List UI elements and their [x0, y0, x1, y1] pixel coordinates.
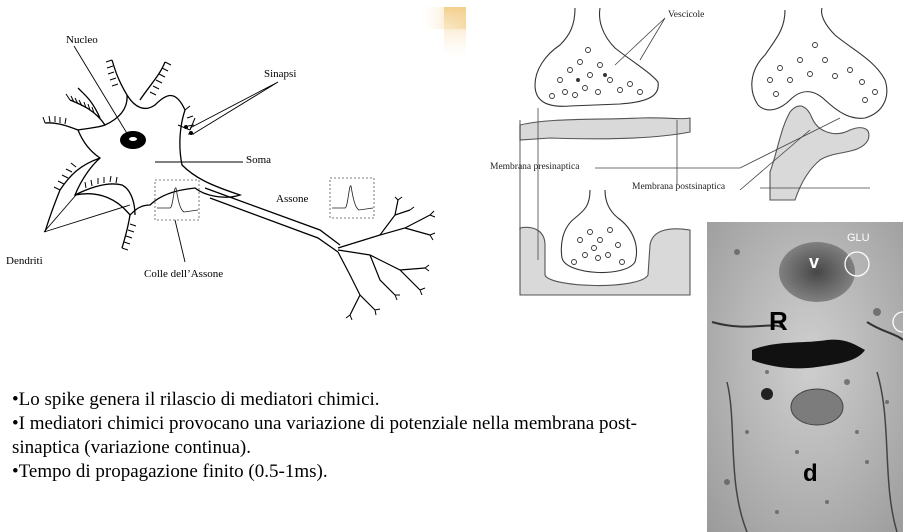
dendrite-spines — [43, 60, 194, 250]
vescicole-leader — [615, 18, 665, 65]
label-colle-assone: Colle dell’Assone — [144, 268, 223, 280]
bullet-text: •Lo spike genera il rilascio di mediator… — [12, 388, 692, 484]
postsynaptic-spine — [770, 106, 869, 200]
bullet-3: •Tempo di propagazione finito (0.5-1ms). — [12, 460, 692, 484]
vesicles-top — [550, 48, 643, 99]
label-dendriti: Dendriti — [6, 255, 43, 267]
bullet-2: •I mediatori chimici provocano una varia… — [12, 412, 692, 460]
label-sinapsi: Sinapsi — [264, 68, 296, 80]
vesicles-right — [768, 43, 878, 103]
sinapsi-leader — [190, 82, 278, 134]
soma-outline — [75, 95, 240, 215]
postsynaptic-band-top — [520, 118, 690, 140]
axon-terminals — [338, 200, 430, 315]
electron-micrograph: R d v GLU — [707, 222, 903, 532]
vesicles-bottom — [572, 228, 625, 265]
label-soma: Soma — [246, 154, 271, 166]
micrograph-label-glu: GLU — [847, 232, 870, 244]
potential-graph-right — [330, 178, 374, 218]
presynaptic-terminal-top — [535, 8, 658, 106]
dendrite-lower-left — [45, 190, 60, 232]
nucleo-leader — [74, 46, 128, 135]
synaptic-density — [752, 340, 865, 369]
label-nucleo: Nucleo — [66, 34, 98, 46]
neuron-diagram: Nucleo Sinapsi Soma Assone Dendriti Coll… — [0, 0, 470, 330]
dendrite-upper-left — [70, 88, 105, 125]
dendrite-left — [45, 123, 100, 190]
dendriti-leader — [44, 195, 130, 232]
micrograph-label-v: v — [809, 252, 819, 273]
bullet-1: •Lo spike genera il rilascio di mediator… — [12, 388, 692, 412]
micrograph-label-r: R — [769, 306, 788, 337]
potential-graph-left — [155, 180, 199, 220]
micrograph-label-d: d — [803, 460, 818, 488]
colle-leader — [175, 220, 185, 262]
label-membrana-presinaptica: Membrana presinaptica — [490, 162, 579, 172]
label-vescicole: Vescicole — [668, 10, 704, 20]
label-membrana-postsinaptica: Membrana postsinaptica — [632, 182, 725, 192]
label-assone: Assone — [276, 193, 308, 205]
postsynaptic-pocket — [520, 227, 690, 295]
